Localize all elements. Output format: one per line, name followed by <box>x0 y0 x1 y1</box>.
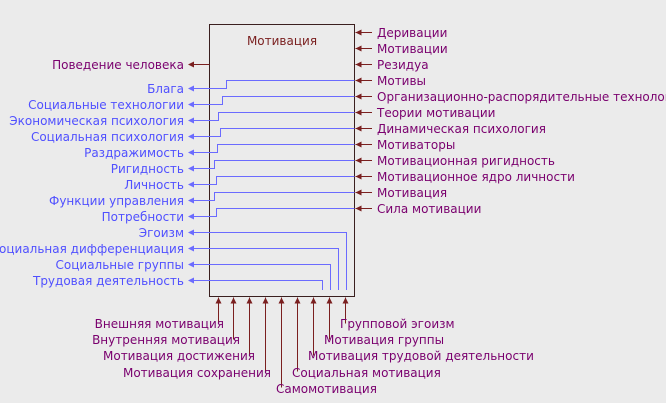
arrowhead <box>262 297 269 304</box>
arrowhead <box>246 297 253 304</box>
input-label: Мотивация <box>377 186 448 200</box>
arrowhead <box>215 297 222 304</box>
input-label: Теории мотивации <box>377 106 496 120</box>
bottom-input-label: Мотивация сохранения <box>122 366 271 380</box>
arrowhead <box>188 149 194 156</box>
arrowhead <box>188 85 194 92</box>
arrowhead <box>355 61 362 68</box>
output-label: Эгоизм <box>138 226 184 240</box>
output-connector <box>189 160 355 169</box>
output-label: Функции управления <box>48 194 184 208</box>
output-connector <box>189 280 323 290</box>
output-connector <box>189 128 355 137</box>
output-connector <box>189 248 339 290</box>
arrowhead <box>294 297 301 304</box>
arrowhead <box>188 101 194 108</box>
output-connector <box>189 208 355 217</box>
arrowhead <box>188 277 194 284</box>
bottom-input-label: Групповой эгоизм <box>340 317 455 331</box>
output-connector <box>189 264 331 290</box>
input-label: Резидуа <box>377 58 429 72</box>
output-label: Раздражимость <box>84 146 184 160</box>
output-connector <box>189 176 355 185</box>
bottom-input-label: Внешняя мотивация <box>94 317 224 331</box>
arrowhead <box>355 109 362 116</box>
input-label: Мотивы <box>377 74 427 88</box>
output-label: Трудовая деятельность <box>32 274 184 288</box>
output-label: Ригидность <box>110 162 184 176</box>
arrowhead <box>188 261 194 268</box>
input-label: Динамическая психология <box>377 122 546 136</box>
output-connector <box>189 232 347 290</box>
arrowhead <box>355 173 362 180</box>
output-label: Потребности <box>101 210 184 224</box>
output-connector <box>189 112 355 121</box>
input-label: Организационно-распорядительные технолог… <box>377 90 666 104</box>
input-label: Деривации <box>377 26 448 40</box>
arrowhead <box>355 45 362 52</box>
output-connector <box>189 80 355 89</box>
bottom-input-label: Мотивация трудовой деятельности <box>308 349 534 363</box>
input-label: Мотивационное ядро личности <box>377 170 575 184</box>
arrowhead <box>355 141 362 148</box>
bottom-input-label: Социальная мотивация <box>292 366 441 380</box>
output-label: Личность <box>124 178 184 192</box>
bottom-input-label: Внутренняя мотивация <box>92 333 240 347</box>
arrowhead <box>188 133 194 140</box>
arrowhead <box>230 297 237 304</box>
arrowhead <box>355 125 362 132</box>
arrowhead <box>188 197 194 204</box>
arrowhead <box>355 157 362 164</box>
output-label: Социальные группы <box>55 258 185 272</box>
arrowhead <box>342 297 349 304</box>
arrowhead <box>188 213 194 220</box>
input-label: Мотиваторы <box>377 138 456 152</box>
input-label: Мотивационная ригидность <box>377 154 555 168</box>
bottom-input-label: Мотивация группы <box>324 333 445 347</box>
input-label: Мотивации <box>377 42 448 56</box>
arrowhead <box>326 297 333 304</box>
output-connector <box>189 96 355 105</box>
output-label: Социальная дифференциация <box>0 242 184 256</box>
input-label: Сила мотивации <box>377 202 482 216</box>
arrowhead <box>355 77 362 84</box>
arrowhead <box>188 229 194 236</box>
arrowhead <box>188 117 194 124</box>
arrowhead <box>278 297 285 304</box>
arrowhead <box>355 93 362 100</box>
arrowhead <box>188 245 194 252</box>
function-box-title: Мотивация <box>246 34 318 48</box>
bottom-input-label: Мотивация достижения <box>103 349 255 363</box>
bottom-input-label: Самомотивация <box>276 382 377 396</box>
output-label: Блага <box>147 82 184 96</box>
arrowhead <box>188 61 194 68</box>
output-label: Социальная психология <box>30 130 184 144</box>
arrowhead <box>355 29 362 36</box>
output-label: Экономическая психология <box>9 114 184 128</box>
output-connector <box>189 192 355 201</box>
output-label-behavior: Поведение человека <box>52 58 184 72</box>
arrowhead <box>310 297 317 304</box>
output-label: Социальные технологии <box>28 98 184 112</box>
arrowhead <box>188 165 194 172</box>
output-connector <box>189 144 355 153</box>
arrowhead <box>355 189 362 196</box>
arrowhead <box>355 205 362 212</box>
arrowhead <box>188 181 194 188</box>
